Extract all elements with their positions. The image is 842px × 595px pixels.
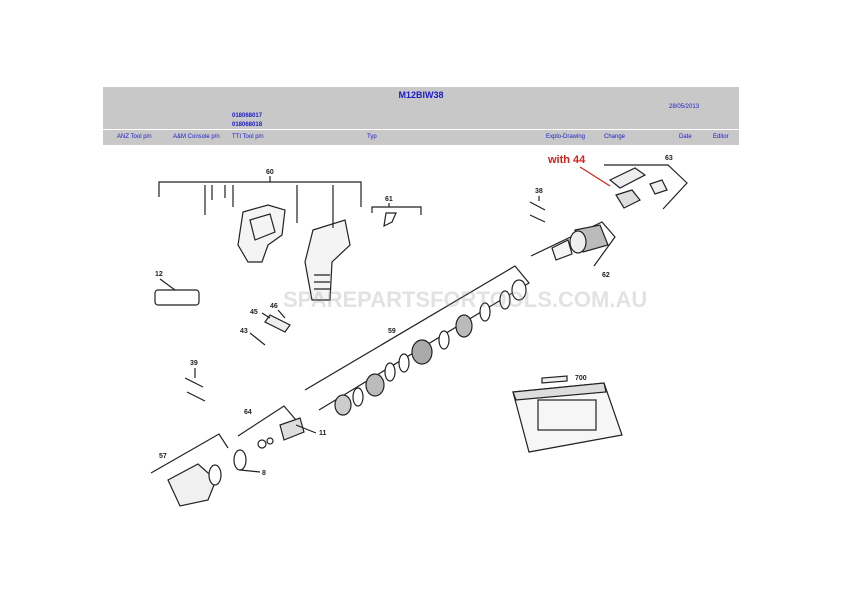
callout-46: 46 <box>270 303 278 310</box>
label-plate-12 <box>154 289 200 306</box>
housing-right <box>304 219 351 301</box>
col-anz-tool-pn: ANZ Tool p/n <box>117 134 152 140</box>
col-date: Date <box>679 134 692 140</box>
callout-57: 57 <box>159 453 167 460</box>
col-change: Change <box>604 134 626 140</box>
callout-60: 60 <box>266 169 274 176</box>
callout-64: 64 <box>244 409 252 416</box>
callout-59: 59 <box>388 328 396 335</box>
callout-63: 63 <box>665 155 673 162</box>
bracket-60 <box>158 181 362 207</box>
col-explo-drawing: Explo-Drawing <box>546 134 586 140</box>
part-number-2: 018068018 <box>232 122 263 128</box>
header-band: M12BIW38 28/05/2013 018068017 018068018 … <box>103 87 739 145</box>
callout-43: 43 <box>240 328 248 335</box>
callout-11: 11 <box>319 430 327 437</box>
part-number-1: 018068017 <box>232 113 263 119</box>
front-housing <box>167 463 217 507</box>
housing-left <box>237 204 286 263</box>
column-header-row: ANZ Tool p/n A&M Console p/n TTI Tool p/… <box>103 129 739 145</box>
col-editor: Editor <box>713 134 729 140</box>
col-tti-tool-pn: TTI Tool p/n <box>232 134 264 140</box>
callout-61: 61 <box>385 196 393 203</box>
watermark: SPAREPARTSFORTOOLS.COM.AU <box>283 287 648 312</box>
col-am-console-pn: A&M Console p/n <box>173 134 220 140</box>
callout-700: 700 <box>575 375 587 382</box>
annotation-arrow <box>579 166 611 187</box>
callout-8: 8 <box>262 470 266 477</box>
callout-62: 62 <box>602 272 610 279</box>
model-title: M12BIW38 <box>398 90 444 100</box>
annotation-note: with 44 <box>548 154 586 166</box>
callout-39: 39 <box>190 360 198 367</box>
callout-12: 12 <box>155 271 163 278</box>
header-date: 28/05/2013 <box>669 104 700 110</box>
col-typ: Typ <box>367 134 377 140</box>
callout-45: 45 <box>250 309 258 316</box>
callout-38: 38 <box>535 188 543 195</box>
